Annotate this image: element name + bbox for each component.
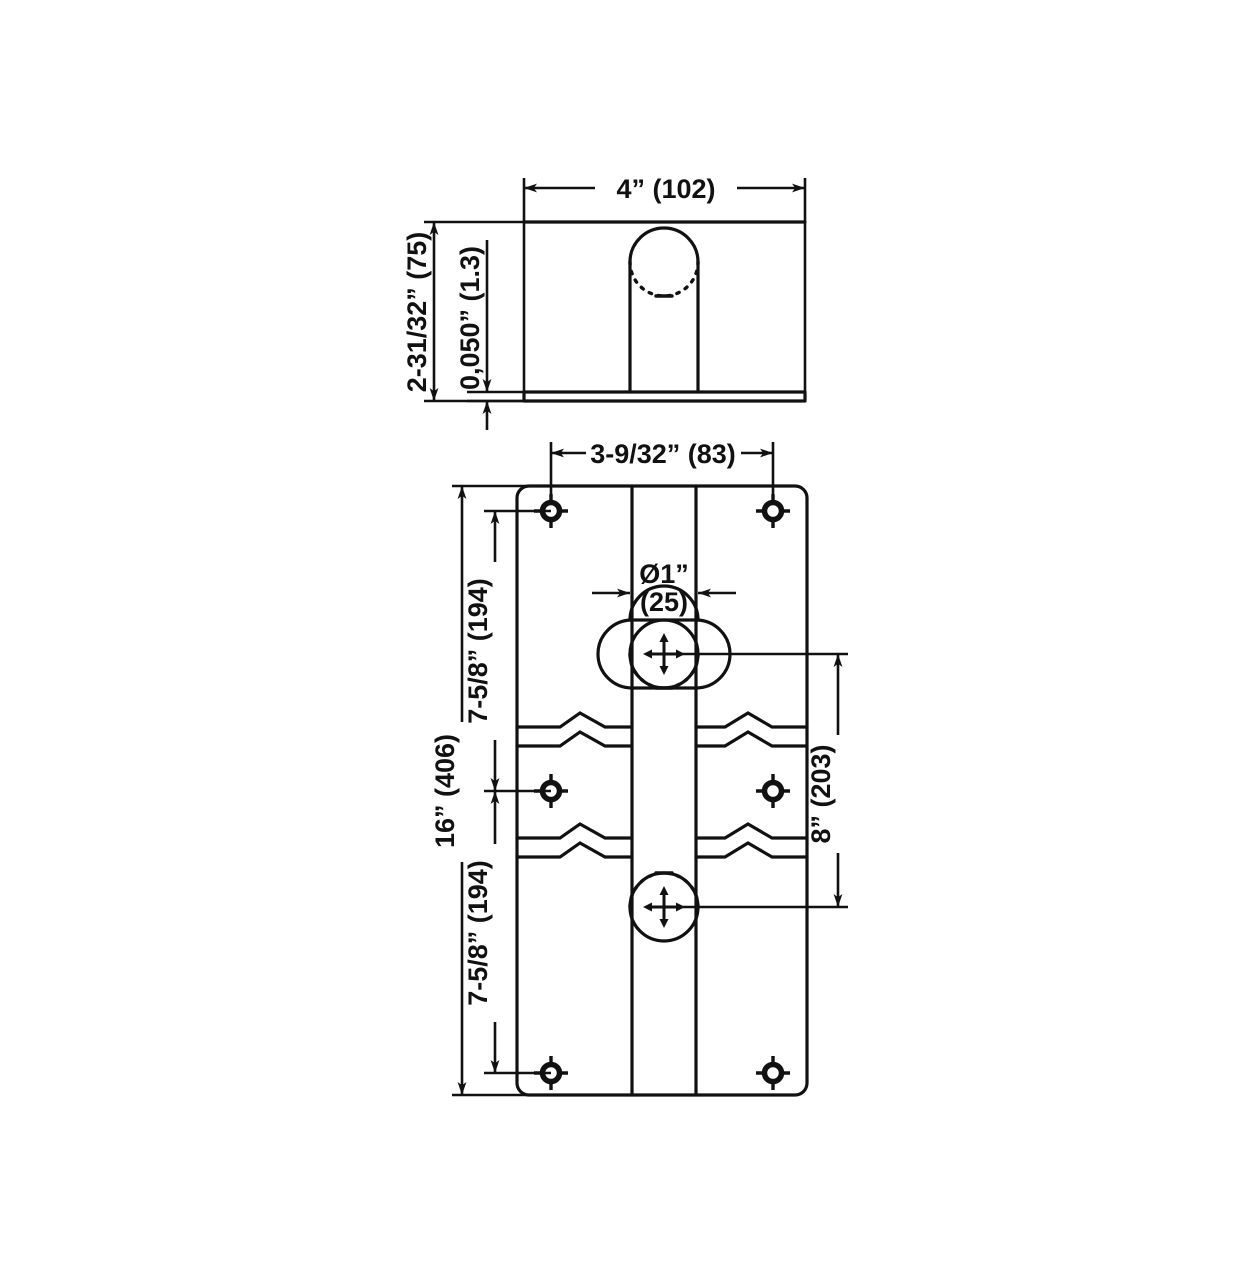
dim-label-bore-diameter-line2: (25) bbox=[640, 587, 688, 617]
top-view-group: 4” (102) 2-31/32” (75) 0,050” (1.3) bbox=[402, 171, 807, 430]
break-line-lower bbox=[515, 822, 809, 859]
dim-label-overall-height: 16” (406) bbox=[430, 734, 460, 848]
top-view-base-plate bbox=[522, 390, 807, 403]
dim-label-hole-spacing-width: 3-9/32” (83) bbox=[590, 439, 736, 469]
dim-label-bore-diameter-line1: Ø1” bbox=[639, 559, 689, 589]
top-view-cylinder bbox=[628, 226, 700, 394]
dim-label-top-thickness: 0,050” (1.3) bbox=[455, 246, 485, 390]
dim-front-hole-spacing-width: 3-9/32” (83) bbox=[549, 436, 775, 500]
dim-label-top-width: 4” (102) bbox=[616, 174, 715, 204]
front-view-plate-outline bbox=[515, 484, 809, 1097]
dim-front-lower-spacing: 7-5/8” (194) bbox=[463, 791, 551, 1075]
dim-label-hole-centers: 8” (203) bbox=[806, 744, 836, 843]
dim-label-top-height: 2-31/32” (75) bbox=[402, 232, 432, 393]
top-view-outline bbox=[522, 178, 807, 400]
dim-bore-diameter: Ø1” (25) bbox=[592, 559, 736, 640]
dim-front-upper-spacing: 7-5/8” (194) bbox=[463, 509, 551, 793]
screw-hole-top-right bbox=[756, 494, 790, 528]
dim-label-lower-spacing: 7-5/8” (194) bbox=[463, 860, 493, 1006]
front-view-group: 3-9/32” (83) 16” (406) 7-5/8” (194) 7-5/… bbox=[430, 436, 854, 1097]
dim-front-hole-centers: 8” (203) bbox=[664, 652, 854, 909]
screw-hole-middle-right bbox=[756, 774, 790, 808]
dim-front-overall-height: 16” (406) bbox=[430, 484, 529, 1097]
screw-hole-bottom-right bbox=[756, 1056, 790, 1090]
dim-top-width: 4” (102) bbox=[524, 171, 805, 205]
dim-label-upper-spacing: 7-5/8” (194) bbox=[463, 578, 493, 724]
break-line-upper bbox=[515, 711, 809, 748]
dim-top-thickness: 0,050” (1.3) bbox=[455, 240, 524, 430]
